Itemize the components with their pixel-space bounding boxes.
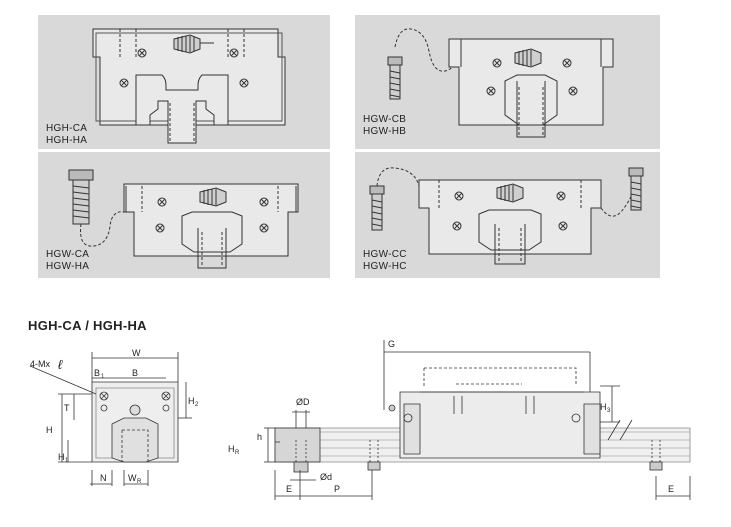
- panel-hgw-cb: HGW-CB HGW-HB: [355, 15, 660, 149]
- panel-hgw-ca: HGW-CA HGW-HA: [38, 152, 330, 278]
- panel-hgh-ca: HGH-CA HGH-HA: [38, 15, 330, 149]
- panel-label-5: HGW-CA: [46, 249, 90, 260]
- dim-4-mx: 4-Mx: [30, 359, 50, 369]
- panel-hgw-cc: HGW-CC HGW-HC: [355, 152, 660, 278]
- block-drawing-hgw-ca: [68, 169, 299, 269]
- dim-h1-sub: 1: [65, 458, 69, 464]
- dim-ell: ℓ: [58, 357, 63, 372]
- section-title: HGH-CA / HGH-HA: [28, 318, 147, 333]
- panel-label-7: HGW-CC: [363, 249, 407, 260]
- panel-label-3: HGW-CB: [363, 114, 407, 125]
- dim-b1-sub: 1: [101, 374, 105, 380]
- dim-hr-sub: R: [235, 450, 240, 456]
- dim-h: H: [46, 425, 53, 435]
- dim-e-right: E: [668, 484, 674, 494]
- dim-phi-d-small: Ød: [320, 472, 332, 482]
- panel-label-6: HGW-HA: [46, 261, 90, 272]
- dim-wr: W: [128, 473, 137, 483]
- dim-t: T: [64, 403, 70, 413]
- dim-e: E: [286, 484, 292, 494]
- panel-label-2: HGH-HA: [46, 135, 88, 146]
- panel-label-8: HGW-HC: [363, 261, 407, 272]
- dim-g: G: [388, 339, 395, 349]
- dim-hr: H: [228, 444, 235, 454]
- dim-b: B: [132, 368, 138, 378]
- block-drawing-hgw-cb: [387, 28, 614, 138]
- dim-h3-sub: 3: [607, 408, 611, 414]
- dim-wr-sub: R: [137, 479, 142, 485]
- dim-phi-d: ØD: [296, 397, 310, 407]
- panel-label-1: HGH-CA: [46, 123, 88, 134]
- panel-label-4: HGW-HB: [363, 126, 407, 137]
- dim-h3: H: [600, 402, 607, 412]
- dim-h1: H: [58, 452, 65, 462]
- dim-h-small: h: [257, 432, 262, 442]
- dim-b1: B: [94, 368, 100, 378]
- block-drawing-hgh-ca: [92, 28, 286, 144]
- dim-h2: H: [188, 396, 195, 406]
- dim-p: P: [334, 484, 340, 494]
- dim-h2-sub: 2: [195, 402, 199, 408]
- dim-n: N: [100, 473, 107, 483]
- block-drawing-hgw-cc: [369, 167, 644, 265]
- dim-w: W: [132, 348, 141, 358]
